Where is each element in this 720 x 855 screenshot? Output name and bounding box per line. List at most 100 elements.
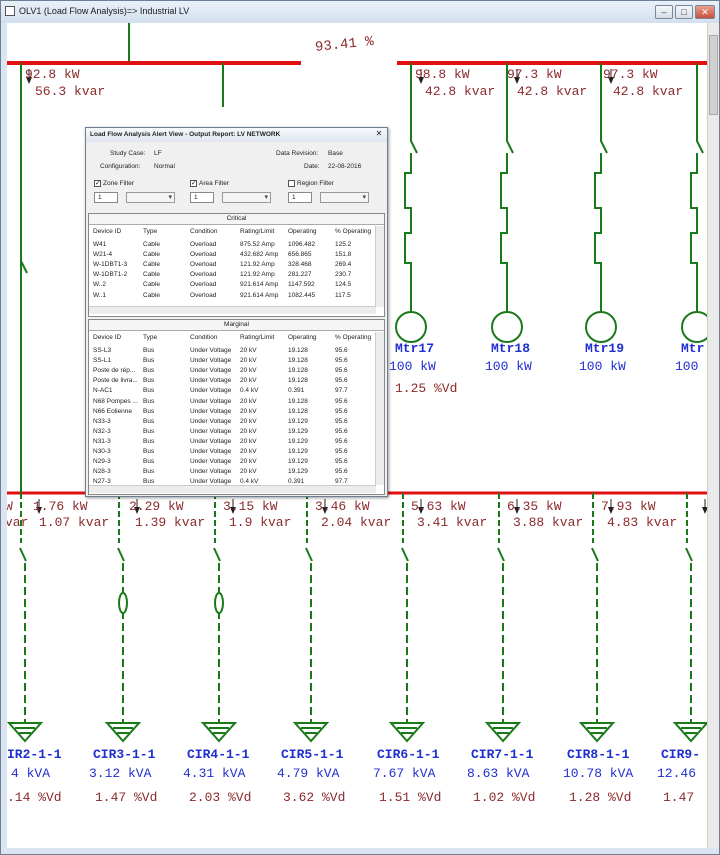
table-cell: 95.6 <box>335 448 348 455</box>
table-cell: 19.128 <box>288 407 308 415</box>
column-header: Operating <box>288 228 317 235</box>
table-cell: 1147.592 <box>288 281 315 289</box>
table-cell: Overload <box>190 251 217 259</box>
circuit-kva: 4.31 kVA <box>183 766 246 781</box>
table-cell: N68 Pompes ... <box>93 397 138 405</box>
table-cell: 19.128 <box>288 377 308 385</box>
marginal-scrollbar[interactable] <box>375 332 384 485</box>
alert-view-dialog[interactable]: Load Flow Analysis Alert View - Output R… <box>85 127 388 497</box>
table-cell: 20 kV <box>240 377 257 385</box>
region-filter-checkbox[interactable] <box>288 180 295 187</box>
scroll-thumb[interactable] <box>709 35 718 115</box>
area-spinner[interactable]: 1 <box>190 192 214 203</box>
table-cell: 20 kV <box>240 347 257 354</box>
starter-breaker-icon <box>404 133 418 313</box>
table-cell: 95.6 <box>335 468 348 476</box>
table-cell: 95.6 <box>335 397 348 405</box>
lower-feeder-kvar: 3.41 kvar <box>417 515 488 530</box>
circuit-kva: 8.63 kVA <box>467 766 530 781</box>
motor-icon <box>681 311 707 343</box>
table-cell: Under Voltage <box>190 437 232 445</box>
flow-arrow-icon <box>608 77 614 84</box>
breaker-icon <box>401 547 409 562</box>
zone-dropdown[interactable] <box>126 192 175 203</box>
table-cell: W-1DBT1-3 <box>93 261 128 269</box>
marginal-h-scrollbar[interactable] <box>89 485 376 493</box>
column-header: Type <box>143 334 158 341</box>
breaker-icon <box>20 260 28 274</box>
breaker-icon <box>591 547 599 562</box>
upper-feeder-kw: 92.8 kW <box>25 67 80 82</box>
starter-breaker-icon <box>690 133 704 313</box>
region-dropdown[interactable] <box>320 192 369 203</box>
lower-feeder-kw: 7.93 kW <box>601 499 656 514</box>
dialog-close-icon[interactable]: ✕ <box>375 129 383 138</box>
motor-icon <box>585 311 617 343</box>
lower-feeder-kvar: 2.04 kvar <box>321 515 392 530</box>
table-cell: Under Voltage <box>190 468 232 476</box>
minimize-button[interactable]: – <box>655 5 673 19</box>
area-filter-checkbox[interactable]: ✓ <box>190 180 197 187</box>
maximize-button[interactable]: □ <box>675 5 693 19</box>
motor-name: Mtr18 <box>491 341 531 356</box>
table-cell: 20 kV <box>240 417 257 425</box>
study-case-value: LF <box>154 150 162 157</box>
table-cell: 19.128 <box>288 367 308 375</box>
table-cell: N33-3 <box>93 417 111 425</box>
breaker-icon <box>305 547 313 562</box>
date-value: 22-08-2016 <box>328 163 362 170</box>
starter-breaker-icon <box>500 133 514 313</box>
area-dropdown[interactable] <box>222 192 271 203</box>
table-cell: Under Voltage <box>190 417 232 425</box>
region-spinner[interactable]: 1 <box>288 192 312 203</box>
table-cell: 1082.445 <box>288 291 316 299</box>
motor-rating: 100 kW <box>485 359 532 374</box>
zone-filter-checkbox[interactable]: ✓ <box>94 180 101 187</box>
zone-spinner[interactable]: 1 <box>94 192 118 203</box>
critical-h-scrollbar[interactable] <box>89 306 376 314</box>
column-header: Condition <box>190 334 218 341</box>
load-triangle-icon <box>672 722 707 743</box>
table-cell: 121.92 Amp <box>240 271 275 279</box>
diagram-graphics <box>7 23 707 743</box>
configuration-value: Normal <box>154 163 175 170</box>
critical-scrollbar[interactable] <box>375 226 384 307</box>
breaker-icon <box>497 547 505 562</box>
table-cell: Overload <box>190 281 217 289</box>
table-cell: W..1 <box>93 291 107 299</box>
table-cell: 20 kV <box>240 357 257 365</box>
breaker-icon <box>685 547 693 562</box>
lower-feeder-kw: 3.15 kW <box>223 499 278 514</box>
circuit-name: CIR7-1-1 <box>471 747 534 762</box>
table-cell: Under Voltage <box>190 377 232 385</box>
table-cell: 20 kV <box>240 437 257 445</box>
circuit-name: CIR4-1-1 <box>187 747 250 762</box>
close-button[interactable]: ✕ <box>695 5 715 19</box>
vertical-scrollbar[interactable] <box>707 23 719 848</box>
flow-arrow-icon <box>322 507 328 514</box>
table-cell: 921.614 Amp <box>240 291 279 299</box>
table-cell: 125.2 <box>335 241 352 248</box>
table-cell: Overload <box>190 261 217 269</box>
